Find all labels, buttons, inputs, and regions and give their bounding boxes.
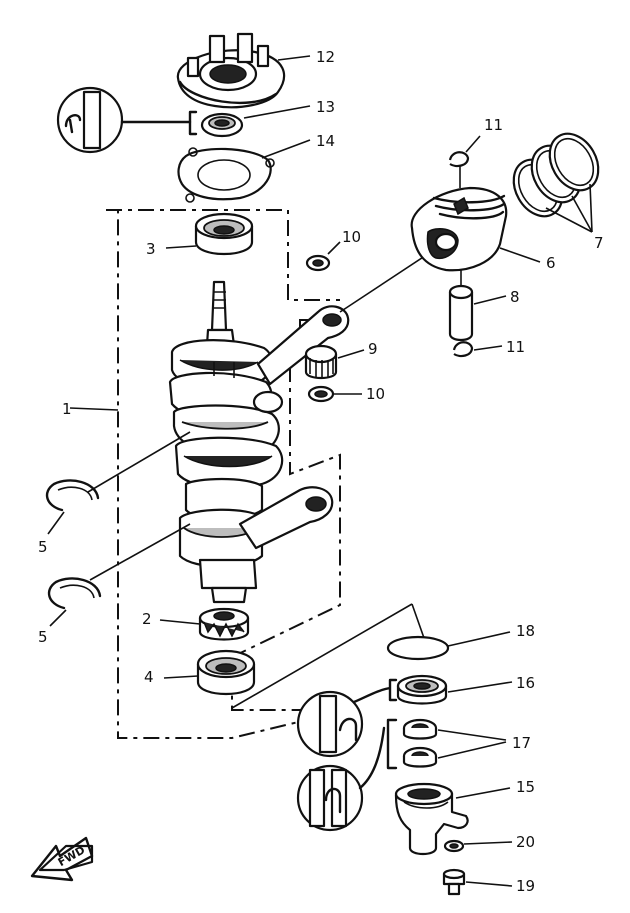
- part-19-bolt: [442, 868, 466, 896]
- callout-12: 12: [316, 48, 335, 66]
- callout-11-upper: 11: [484, 116, 503, 134]
- callout-8: 8: [510, 288, 520, 306]
- callout-4: 4: [144, 668, 154, 686]
- part-9-needle-bearing: [304, 344, 338, 380]
- callout-3: 3: [146, 240, 156, 258]
- part-18-gasket: [386, 635, 450, 661]
- part-8-piston-pin: [448, 270, 474, 342]
- callout-11-lower: 11: [506, 338, 525, 356]
- part-5-circlip-lower: [47, 577, 102, 610]
- part-4-bearing: [196, 649, 256, 696]
- part-14-gasket: [177, 147, 275, 203]
- part-16-oil-seal: [396, 674, 448, 705]
- callout-17: 17: [512, 734, 531, 752]
- callout-1: 1: [62, 400, 72, 418]
- part-12-top-cover: [176, 32, 286, 109]
- detail-circle-seal-orientation-top: [56, 86, 198, 154]
- callout-6: 6: [546, 254, 556, 272]
- callout-2: 2: [142, 610, 152, 628]
- part-11-clip-lower: [452, 341, 474, 358]
- callout-20: 20: [516, 833, 535, 851]
- detail-circle-seal-orientation-lower: [296, 718, 398, 832]
- callout-5-upper: 5: [38, 538, 48, 556]
- callout-5-lower: 5: [38, 628, 48, 646]
- part-1-crankshaft: [168, 280, 334, 604]
- callout-19: 19: [516, 877, 535, 895]
- part-13-oil-seal: [200, 112, 244, 138]
- callout-10-upper: 10: [342, 228, 361, 246]
- part-6-piston: [410, 186, 508, 272]
- part-20-washer: [443, 839, 465, 853]
- callout-10-lower: 10: [366, 385, 385, 403]
- callout-9: 9: [368, 340, 378, 358]
- part-5-circlip-upper: [45, 479, 100, 512]
- callout-15: 15: [516, 778, 535, 796]
- part-17-oil-seals: [402, 718, 438, 768]
- connecting-rod-upper: [256, 305, 350, 386]
- callout-13: 13: [316, 98, 335, 116]
- part-10-washer-lower: [307, 385, 335, 403]
- detail-circle-seal-orientation-middle: [296, 678, 398, 758]
- part-7-piston-rings: [512, 132, 600, 218]
- forward-direction-indicator: FWD: [30, 836, 94, 882]
- part-2-labyrinth-seal: [198, 607, 250, 641]
- part-3-bearing: [194, 212, 254, 256]
- callout-16: 16: [516, 674, 535, 692]
- callout-18: 18: [516, 622, 535, 640]
- part-10-washer-upper: [305, 254, 331, 272]
- callout-14: 14: [316, 132, 335, 150]
- part-11-clip-upper: [448, 151, 470, 168]
- callout-7: 7: [594, 234, 604, 252]
- part-15-lower-housing: [394, 782, 469, 856]
